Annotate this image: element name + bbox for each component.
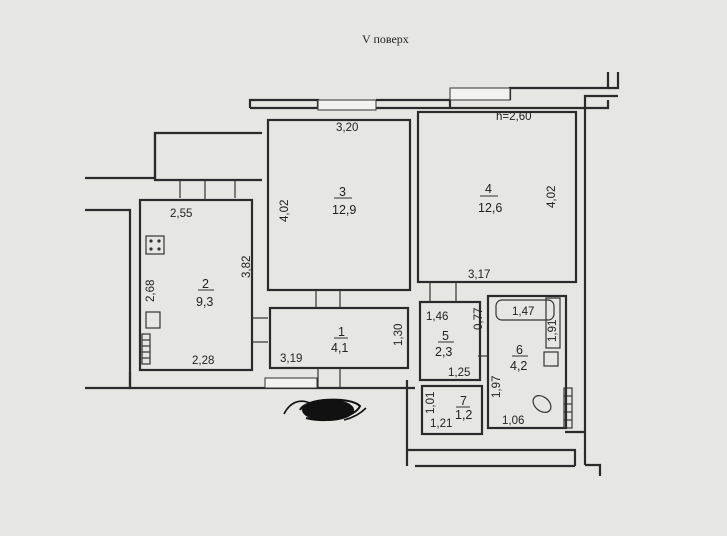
dim-bath-width: 1,06 [502, 415, 524, 427]
dim-wc-gap: 0,77 [473, 308, 485, 330]
room-3-area: 12,9 [332, 203, 356, 217]
toilet-icon [532, 395, 552, 413]
dim-room4-depth: 4,02 [546, 186, 558, 208]
redaction-scribble [283, 398, 367, 422]
room-6-area: 4,2 [510, 359, 527, 373]
room-5-area: 2,3 [435, 345, 452, 359]
dim-bath-side: 1,91 [547, 320, 559, 342]
dim-closet-width: 1,21 [430, 418, 452, 430]
room-2 [138, 198, 254, 372]
room-5-number: 5 [442, 329, 449, 343]
dim-bath-depth: 1,97 [491, 376, 503, 398]
room-1 [268, 306, 410, 370]
room-7 [420, 384, 484, 436]
room-1-area: 4,1 [331, 341, 348, 355]
dim-kitchen-top: 2,55 [170, 208, 192, 220]
dim-hall-width: 3,19 [280, 353, 302, 365]
dim-bath-tub: 1,47 [512, 306, 534, 318]
room-4-area: 12,6 [478, 201, 502, 215]
room-3 [266, 118, 412, 292]
room-7-area: 1,2 [455, 408, 472, 422]
room-6-number: 6 [516, 343, 523, 357]
dim-room3-depth: 4,02 [279, 200, 291, 222]
room-6 [486, 294, 568, 430]
dim-kitchen-depth: 3,82 [241, 256, 253, 278]
kitchen-fixtures [141, 235, 573, 429]
windows [264, 87, 511, 389]
dim-room4-width: 3,17 [468, 269, 490, 281]
dim-room3-width: 3,20 [336, 122, 358, 134]
dim-hall-depth: 1,30 [393, 324, 405, 346]
dim-closet-depth: 1,01 [425, 392, 437, 414]
dim-wc-width: 1,46 [426, 311, 448, 323]
room-7-number: 7 [460, 394, 467, 408]
room-4-number: 4 [485, 182, 492, 196]
room-1-number: 1 [338, 325, 345, 339]
ceiling-height: h=2,60 [496, 111, 532, 123]
room-4 [416, 110, 578, 284]
room-2-area: 9,3 [196, 295, 213, 309]
floor-label: V поверх [362, 32, 409, 46]
room-3-number: 3 [339, 185, 346, 199]
bathtub [495, 299, 555, 321]
dim-wc-depth: 1,25 [448, 367, 470, 379]
dim-kitchen-counter: 2,68 [145, 280, 157, 302]
balcony [153, 133, 262, 200]
dim-kitchen-bottom: 2,28 [192, 355, 214, 367]
room-2-number: 2 [202, 277, 209, 291]
room-label-bars [198, 195, 528, 408]
room-5 [418, 300, 482, 382]
